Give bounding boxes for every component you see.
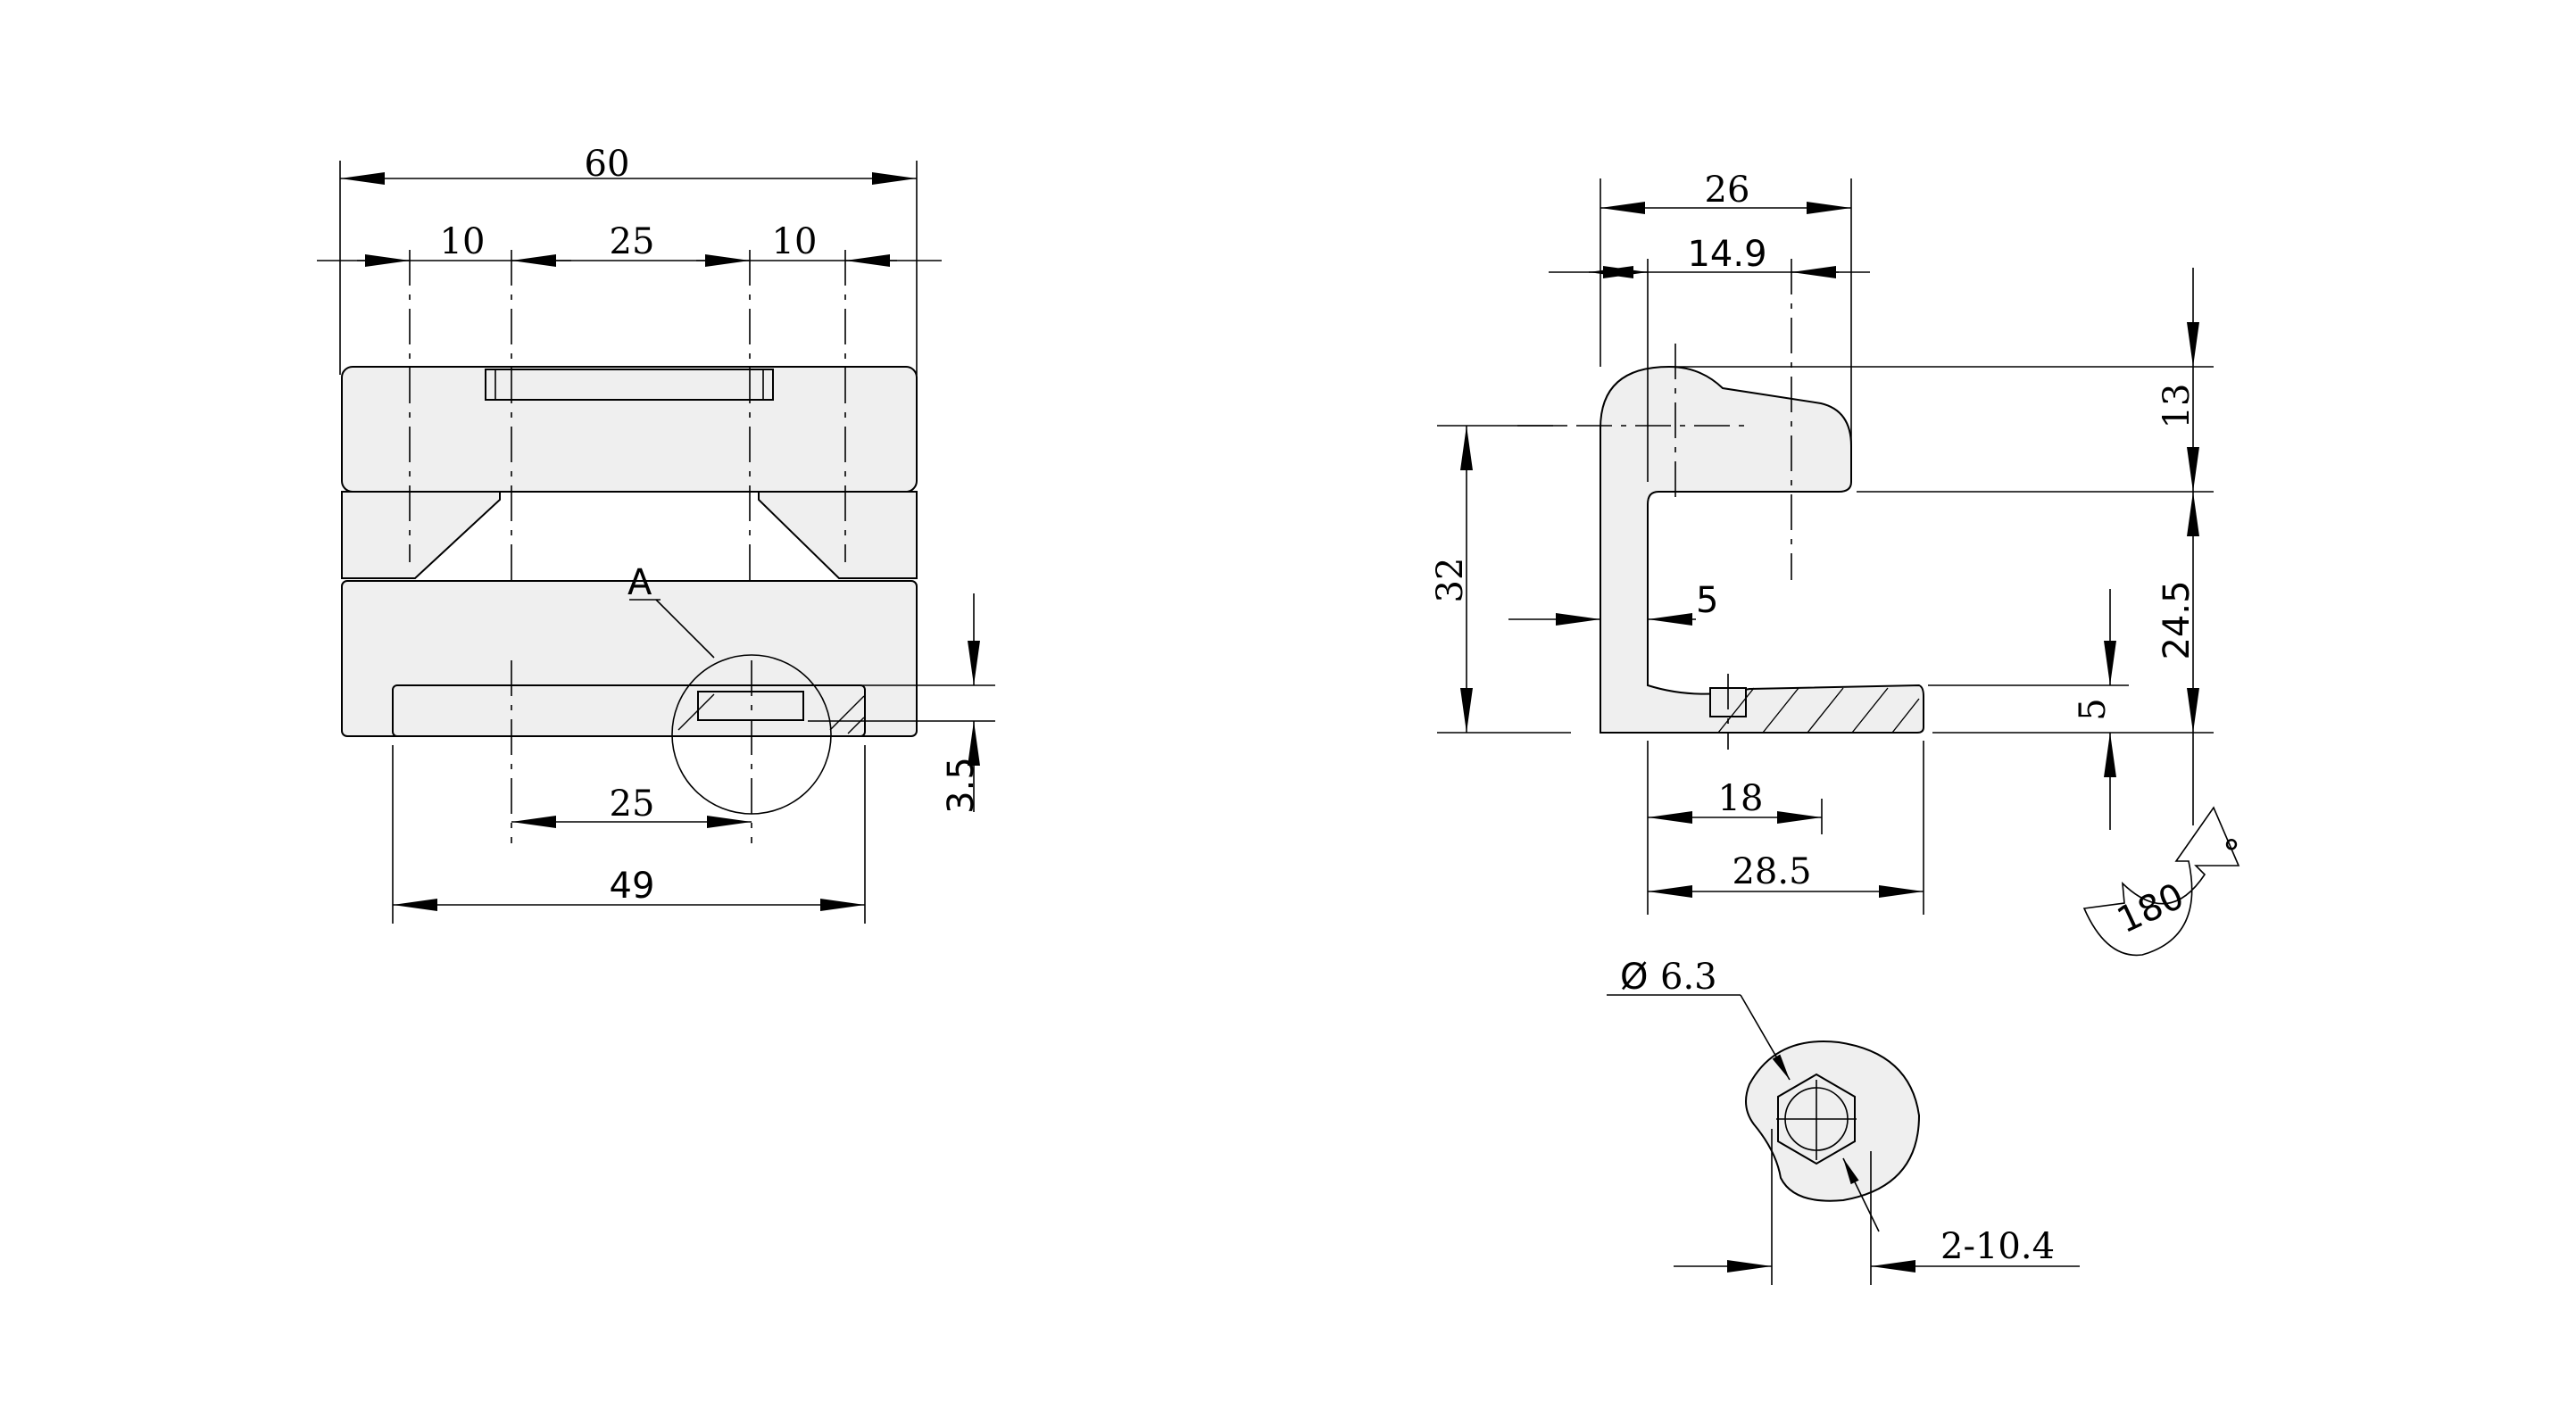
dimension-label: 2-10.4 [1940, 1226, 2055, 1267]
dimension-line [847, 717, 865, 734]
leader-a [655, 599, 715, 659]
dimension-label: 24.5 [2156, 580, 2198, 659]
detail-label-a: A [627, 562, 652, 603]
dimension-label: 32 [1430, 558, 1471, 603]
dimension-label: 49 [610, 866, 655, 907]
hatching [677, 693, 865, 734]
dimension-label: 10 [772, 221, 818, 262]
dimension-label: 25 [610, 221, 655, 262]
dimension-line [1762, 687, 1799, 734]
dimension-label: ° [2223, 833, 2240, 875]
dimension-label: 28.5 [1732, 851, 1811, 892]
dimension-label: 6.3 [1660, 957, 1717, 998]
dimension-label: 18 [1718, 778, 1764, 819]
right-flange [758, 491, 918, 579]
top-slot [485, 369, 774, 401]
detail-view: Ø 6.3 2-10.4 [1607, 957, 2080, 1285]
rotation-arrow-icon [2082, 806, 2240, 957]
diameter-symbol: Ø [1620, 957, 1648, 998]
dimension-label: 26 [1705, 170, 1750, 211]
dimension-label: 5 [1696, 580, 1718, 621]
dimension-label: 5 [2073, 698, 2114, 720]
dimension-line [1891, 698, 1920, 734]
side-view: 26 14.9 32 5 13 24.5 5 18 28.5 180 ° [1430, 170, 2240, 957]
dimension-label: 25 [610, 783, 655, 825]
dimension-line [829, 695, 865, 731]
dimension-line [1717, 687, 1755, 734]
side-hatching [1717, 687, 1920, 734]
dimension-label: 60 [585, 144, 630, 185]
dimension-label: 13 [2156, 384, 2198, 429]
dimension-line [1851, 687, 1889, 734]
dimension-line [1807, 687, 1844, 734]
hinge-profile [1600, 365, 1924, 734]
front-view: A 60 10 25 10 25 49 3.5 [317, 144, 995, 924]
dimension-line [1842, 1157, 1880, 1232]
counterbore [697, 691, 804, 721]
dimension-label: 3.5 [941, 757, 982, 814]
dimension-line [1740, 994, 1791, 1081]
left-flange [341, 491, 501, 579]
dimension-label: 14.9 [1687, 234, 1766, 275]
dimension-line [677, 693, 715, 731]
dimension-label: 10 [440, 221, 486, 262]
